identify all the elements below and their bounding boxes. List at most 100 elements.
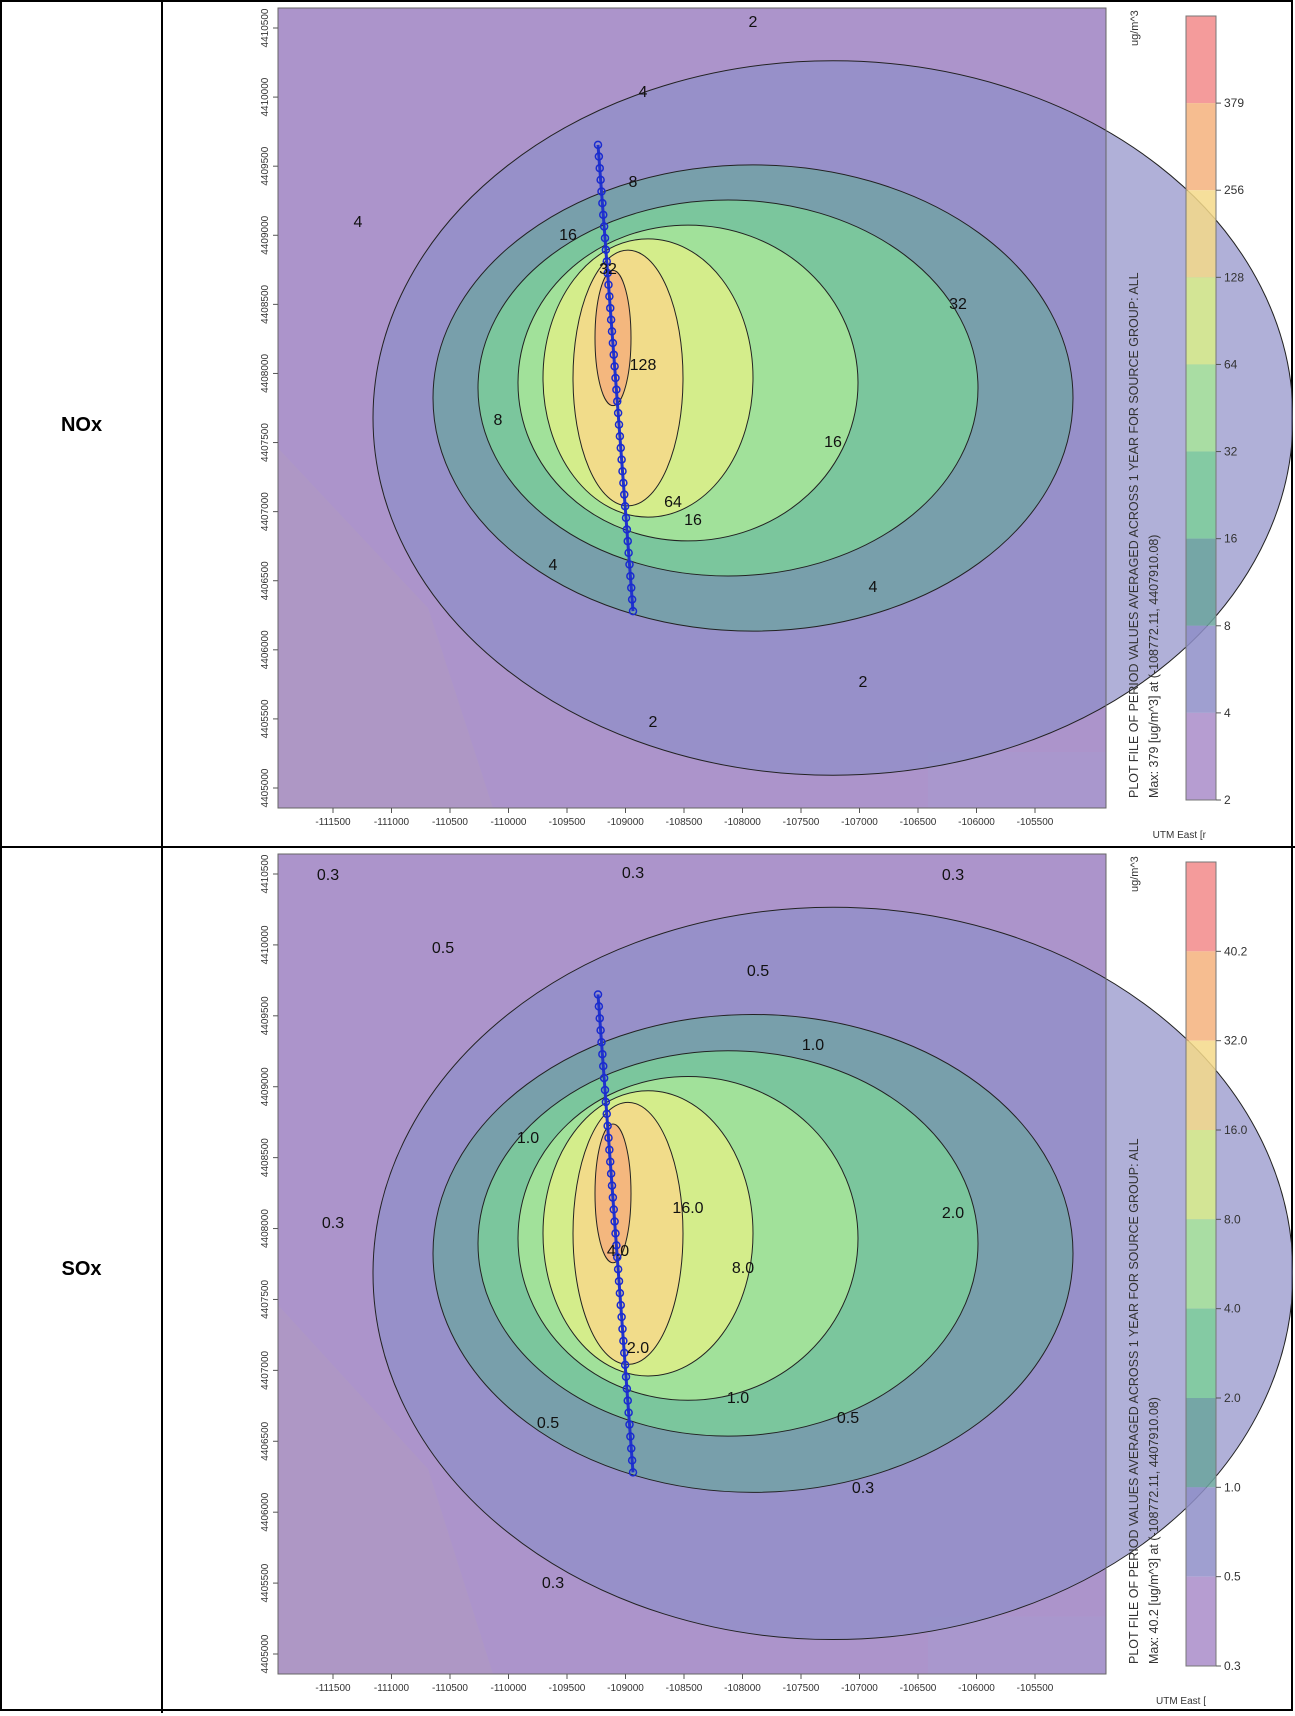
source-point (613, 1253, 622, 1262)
legend-level-label: 8 (1224, 619, 1231, 633)
contour-label: 0.3 (317, 867, 339, 884)
source-point (619, 478, 628, 488)
legend-swatch (1186, 364, 1216, 452)
source-point (616, 443, 625, 453)
contour-label: 0.3 (622, 865, 644, 882)
legend-level-label: 2 (1224, 793, 1231, 807)
source-point (620, 490, 629, 499)
y-tick-label: 4409000 (260, 1067, 271, 1106)
legend-level-label: 32 (1224, 445, 1238, 459)
source-point (593, 140, 603, 150)
legend-level-label: 16.0 (1224, 1123, 1248, 1137)
source-point (606, 303, 615, 313)
x-tick-label: -108500 (666, 817, 703, 828)
source-point (622, 525, 632, 534)
plot-title: PLOT FILE OF PERIOD VALUES AVERAGED ACRO… (1127, 1138, 1141, 1664)
source-point (608, 1193, 618, 1202)
legend-level-label: 1.0 (1224, 1480, 1241, 1494)
legend-level-label: 4 (1224, 706, 1231, 720)
contour-label: 0.5 (837, 1410, 859, 1427)
legend-level-label: 0.3 (1224, 1659, 1241, 1673)
legend-level-label: 4.0 (1224, 1302, 1241, 1316)
unit-label: ug/m^3 (1129, 10, 1141, 46)
y-tick-label: 4410500 (260, 854, 271, 893)
contour-label: 4 (354, 214, 363, 231)
legend-level-label: 2.0 (1224, 1391, 1241, 1405)
y-tick-label: 4405000 (260, 1634, 271, 1673)
contour-label: 8 (629, 174, 638, 191)
source-point (621, 513, 631, 523)
source-point (617, 1312, 626, 1322)
plot-title: PLOT FILE OF PERIOD VALUES AVERAGED ACRO… (1127, 272, 1141, 798)
contour-label: 1.0 (517, 1130, 539, 1147)
legend-swatch (1186, 277, 1216, 365)
contour-label: 4 (549, 557, 558, 574)
x-tick-label: -106500 (900, 1683, 937, 1694)
source-point (614, 1276, 624, 1286)
source-point (617, 455, 626, 464)
source-point (611, 373, 620, 383)
legend-swatch (1186, 862, 1216, 952)
contour-label: 0.3 (852, 1480, 874, 1497)
source-point (593, 990, 603, 999)
legend-swatch (1186, 625, 1216, 713)
legend-swatch (1186, 451, 1216, 539)
source-point (606, 1157, 615, 1166)
contour-label: 0.3 (542, 1575, 564, 1592)
source-point (621, 1372, 631, 1382)
source-point (626, 571, 635, 581)
contour-label: 0.5 (537, 1415, 559, 1432)
source-point (594, 1002, 604, 1011)
source-point (601, 245, 611, 255)
x-tick-label: -106000 (958, 1683, 995, 1694)
legend-swatch (1186, 538, 1216, 626)
source-point (594, 152, 604, 161)
column-divider (161, 2, 163, 1713)
source-point (600, 1085, 610, 1095)
x-tick-label: -109000 (607, 817, 644, 828)
x-tick-label: -111000 (374, 1683, 410, 1694)
x-tick-label: -111500 (315, 817, 351, 828)
y-tick-label: 4406000 (260, 630, 271, 669)
source-point (618, 1324, 627, 1334)
source-point (626, 1432, 635, 1441)
x-tick-label: -110000 (491, 1683, 527, 1694)
y-tick-label: 4406000 (260, 1492, 271, 1531)
source-point (603, 268, 612, 278)
contour-label: 4 (869, 579, 878, 596)
legend-swatch (1186, 1219, 1216, 1309)
x-tick-label: -111500 (315, 1683, 351, 1694)
source-point (608, 338, 618, 348)
contour-label: 128 (630, 357, 657, 374)
contour-label: 4 (639, 84, 648, 101)
y-tick-label: 4410000 (260, 925, 271, 964)
source-point (613, 1264, 623, 1274)
x-tick-label: -108000 (724, 817, 761, 828)
source-point (599, 1061, 608, 1071)
contour-label: 0.3 (942, 867, 964, 884)
source-point (606, 1169, 616, 1178)
y-tick-label: 4405500 (260, 699, 271, 738)
source-point (612, 1241, 621, 1250)
y-tick-label: 4408500 (260, 1138, 271, 1177)
legend-swatch (1186, 190, 1216, 278)
x-axis-label: UTM East [r (1153, 830, 1207, 841)
contour-label: 0.5 (432, 940, 454, 957)
legend-frame (1185, 861, 1217, 1667)
contour-label: 2 (649, 714, 658, 731)
contour-label: 2.0 (942, 1205, 964, 1222)
source-point (627, 1444, 636, 1453)
source-point (620, 501, 630, 511)
source-point (606, 315, 616, 324)
source-point (597, 187, 606, 196)
y-tick-label: 4408000 (260, 1209, 271, 1248)
source-point (623, 1396, 632, 1405)
x-tick-label: -107000 (841, 817, 878, 828)
contour-label: 0.3 (322, 1215, 344, 1232)
y-tick-label: 4409000 (260, 215, 271, 254)
source-point (627, 1456, 637, 1465)
source-point (595, 1014, 604, 1023)
source-point (612, 385, 621, 394)
